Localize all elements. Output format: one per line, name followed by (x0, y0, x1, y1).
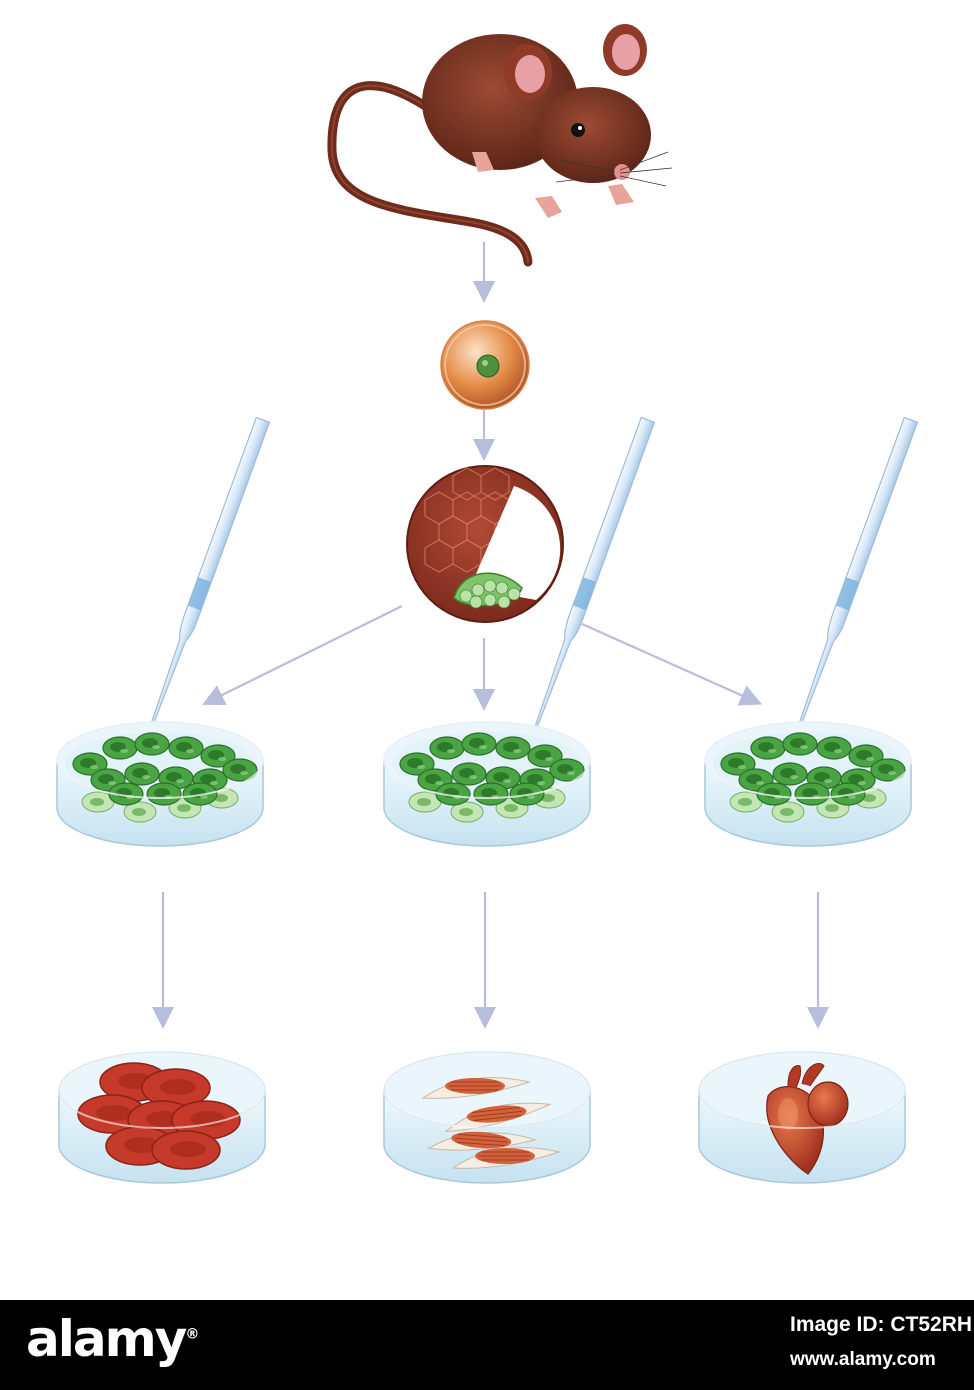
alamy-logo: alamy® (26, 1310, 199, 1368)
muscle-cell-dish (384, 1052, 590, 1183)
alamy-logo-text: alamy (26, 1310, 185, 1368)
pipette-right (791, 418, 917, 733)
culture-dish-center (384, 722, 590, 846)
mouse-eye (571, 123, 585, 137)
mouse-head (535, 87, 651, 183)
fertilized-oocyte (441, 321, 529, 409)
pipette-left (143, 418, 269, 733)
blastocyst (407, 466, 563, 622)
image-id-label: Image ID: CT52RH (790, 1313, 972, 1337)
oocyte-nucleus (477, 355, 499, 377)
culture-dish-left (57, 722, 263, 846)
blood-cell-dish (59, 1052, 265, 1183)
arrow-to-dish-left (212, 606, 402, 700)
culture-dish-right (705, 722, 911, 846)
mouse (332, 24, 672, 262)
stem-cell-differentiation-illustration (0, 0, 974, 1300)
mouse-paw-left (535, 196, 562, 218)
alamy-url: www.alamy.com (790, 1349, 936, 1371)
mouse-paw-right (608, 184, 634, 205)
heart-tissue-dish (699, 1052, 905, 1183)
arrow-to-dish-right (582, 624, 752, 700)
